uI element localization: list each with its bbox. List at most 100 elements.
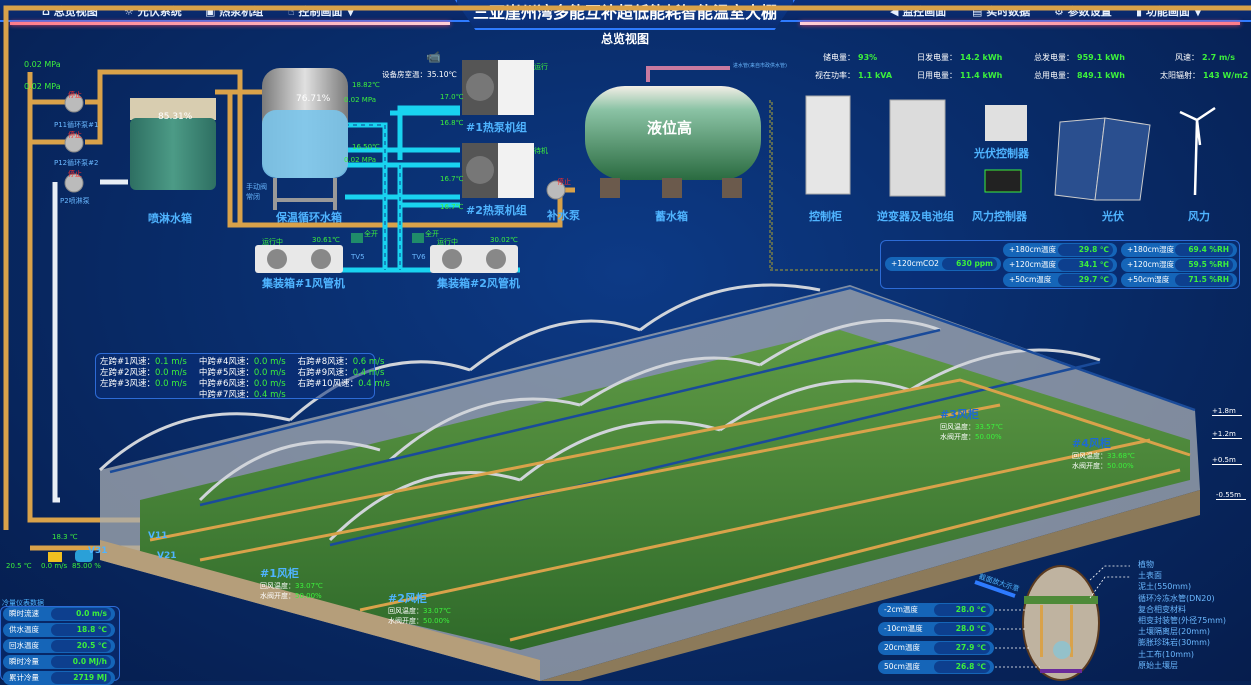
spray-tank bbox=[130, 98, 216, 190]
pv-controller-label[interactable]: 光伏控制器 bbox=[974, 147, 1029, 160]
wind-speed-row: 中跨#4风速：0.0 m/s bbox=[198, 357, 286, 367]
pressure-1: 0.02 MPa bbox=[24, 60, 61, 69]
container-fcu bbox=[255, 233, 518, 273]
data-icon: ▤ bbox=[972, 5, 983, 18]
legend-item: 土壤隔离层(20mm) bbox=[1138, 627, 1211, 637]
inverter-label[interactable]: 逆变器及电池组 bbox=[877, 210, 954, 223]
wind-speed-row: 左跨#3风速：0.0 m/s bbox=[100, 379, 187, 389]
spray-pipe bbox=[52, 182, 60, 503]
wind-col-mid: 中跨#4风速：0.0 m/s 中跨#5风速：0.0 m/s 中跨#6风速：0.0… bbox=[198, 357, 286, 400]
stat-total-use: 总用电量：849.1 kWh bbox=[1034, 71, 1125, 80]
wind-controller-label[interactable]: 风力控制器 bbox=[972, 210, 1027, 223]
valve-icon[interactable] bbox=[75, 550, 93, 562]
insulation-tank bbox=[262, 68, 348, 210]
wind-speed-panel: 左跨#1风速：0.1 m/s 左跨#2风速：0.0 m/s 左跨#3风速：0.0… bbox=[95, 353, 390, 400]
solar-icon: ☼ bbox=[124, 5, 134, 18]
makeup-pump-label[interactable]: 补水泵 bbox=[547, 209, 580, 222]
height-marker: +1.2m bbox=[1212, 430, 1242, 439]
control-cabinet-label[interactable]: 控制柜 bbox=[809, 210, 842, 223]
pv-label[interactable]: 光伏 bbox=[1102, 210, 1124, 223]
pump-p12-label[interactable]: P12循环泵#2 bbox=[54, 159, 99, 167]
insulation-tank-level: 76.71% bbox=[296, 94, 331, 104]
supply-pressure: 0.02 MPa bbox=[344, 96, 377, 104]
heat-pump-units bbox=[462, 60, 534, 198]
manual-valve-label: 手动阀 常闭 bbox=[246, 183, 267, 201]
tv6-status: 全开 bbox=[425, 230, 439, 238]
leader-lines bbox=[995, 565, 1130, 668]
loop-return-temp: 20.5 ℃ bbox=[6, 562, 32, 570]
soil-section-diagram bbox=[974, 565, 1100, 681]
wind-speed-row: 右跨#9风速：0.4 m/s bbox=[297, 368, 385, 378]
legend-item: 膨胀珍珠岩(30mm) bbox=[1138, 638, 1211, 648]
pump-p2-label[interactable]: P2喷淋泵 bbox=[60, 197, 90, 205]
wind-col-right: 右跨#8风速：0.6 m/s 右跨#9风速：0.4 m/s 右跨#10风速：0.… bbox=[298, 357, 390, 395]
valve-v31[interactable]: V31 bbox=[88, 546, 108, 556]
loop-flow: 0.0 m/s bbox=[41, 562, 68, 570]
makeup-pump-status: 停止 bbox=[557, 178, 571, 186]
greenhouse bbox=[98, 283, 1200, 681]
flow-meter-icon bbox=[48, 552, 62, 562]
wind-speed-row: 中跨#6风速：0.0 m/s bbox=[198, 379, 286, 389]
heat-pump-1-label[interactable]: #1热泵机组 bbox=[466, 121, 527, 134]
storage-tank bbox=[585, 66, 761, 198]
wind-speed-row: 中跨#5风速：0.0 m/s bbox=[198, 368, 286, 378]
header-accent-right bbox=[800, 22, 1240, 25]
hp1-out-temp: 16.8℃ bbox=[440, 119, 464, 127]
legend-item: 泥土(550mm) bbox=[1138, 582, 1192, 592]
fcu2-label[interactable]: 集装箱#2风管机 bbox=[437, 277, 520, 290]
hp1-status: 运行 bbox=[534, 63, 548, 71]
header-accent-left bbox=[10, 22, 450, 25]
wind-speed-row: 右跨#8风速：0.6 m/s bbox=[297, 357, 385, 367]
power-equipment bbox=[805, 95, 1216, 201]
fcu1-status: 运行中 bbox=[262, 238, 283, 246]
camera-icon[interactable]: 📹 bbox=[426, 50, 441, 64]
spray-tank-label: 喷淋水箱 bbox=[148, 212, 192, 225]
gear-icon: ⚙ bbox=[1054, 5, 1064, 18]
valve-v21[interactable]: V21 bbox=[157, 551, 177, 561]
wind-speed-row: 左跨#1风速：0.1 m/s bbox=[100, 357, 187, 367]
view-subtitle: 总览视图 bbox=[600, 32, 649, 46]
heat-pump-2-label[interactable]: #2热泵机组 bbox=[466, 204, 527, 217]
stat-solar-radiation: 太阳辐射：143 W/m2 bbox=[1160, 71, 1249, 80]
pump-p11-status: 停止 bbox=[68, 91, 82, 99]
soil-legend: 植物 土表面 泥土(550mm) 循环冷冻水管(DN20) 复合相变材料 相变封… bbox=[1138, 559, 1226, 671]
pump-p11-label[interactable]: P11循环泵#1 bbox=[54, 121, 99, 129]
stat-wind-speed: 风速：2.7 m/s bbox=[1175, 53, 1235, 62]
fcu1-label[interactable]: 集装箱#1风管机 bbox=[262, 277, 345, 290]
hp2-out-temp: 16.7℃ bbox=[440, 203, 464, 211]
pump-p2-status: 停止 bbox=[68, 170, 82, 178]
legend-item: 植物 bbox=[1138, 560, 1154, 569]
wind-col-left: 左跨#1风速：0.1 m/s 左跨#2风速：0.0 m/s 左跨#3风速：0.0… bbox=[100, 357, 187, 395]
storage-tank-label: 蓄水箱 bbox=[655, 210, 688, 223]
valve-v11[interactable]: V11 bbox=[148, 531, 168, 541]
stat-battery: 储电量：93% bbox=[823, 53, 878, 62]
supply-temp: 18.82℃ bbox=[352, 81, 380, 89]
valve-tv6[interactable]: TV6 bbox=[412, 253, 426, 261]
valve-tv5[interactable]: TV5 bbox=[351, 253, 365, 261]
function-icon: ▮ bbox=[1136, 5, 1143, 18]
legend-item: 土工布(10mm) bbox=[1138, 649, 1195, 659]
wind-label[interactable]: 风力 bbox=[1188, 210, 1210, 223]
tv5-status: 全开 bbox=[364, 230, 378, 238]
hp2-in-temp: 16.7℃ bbox=[440, 175, 464, 183]
water-level-status: 液位高 bbox=[647, 119, 693, 137]
fcu2-status: 运行中 bbox=[437, 238, 458, 246]
hp2-status: 待机 bbox=[534, 147, 548, 155]
pump-p12-status: 停止 bbox=[68, 131, 82, 139]
